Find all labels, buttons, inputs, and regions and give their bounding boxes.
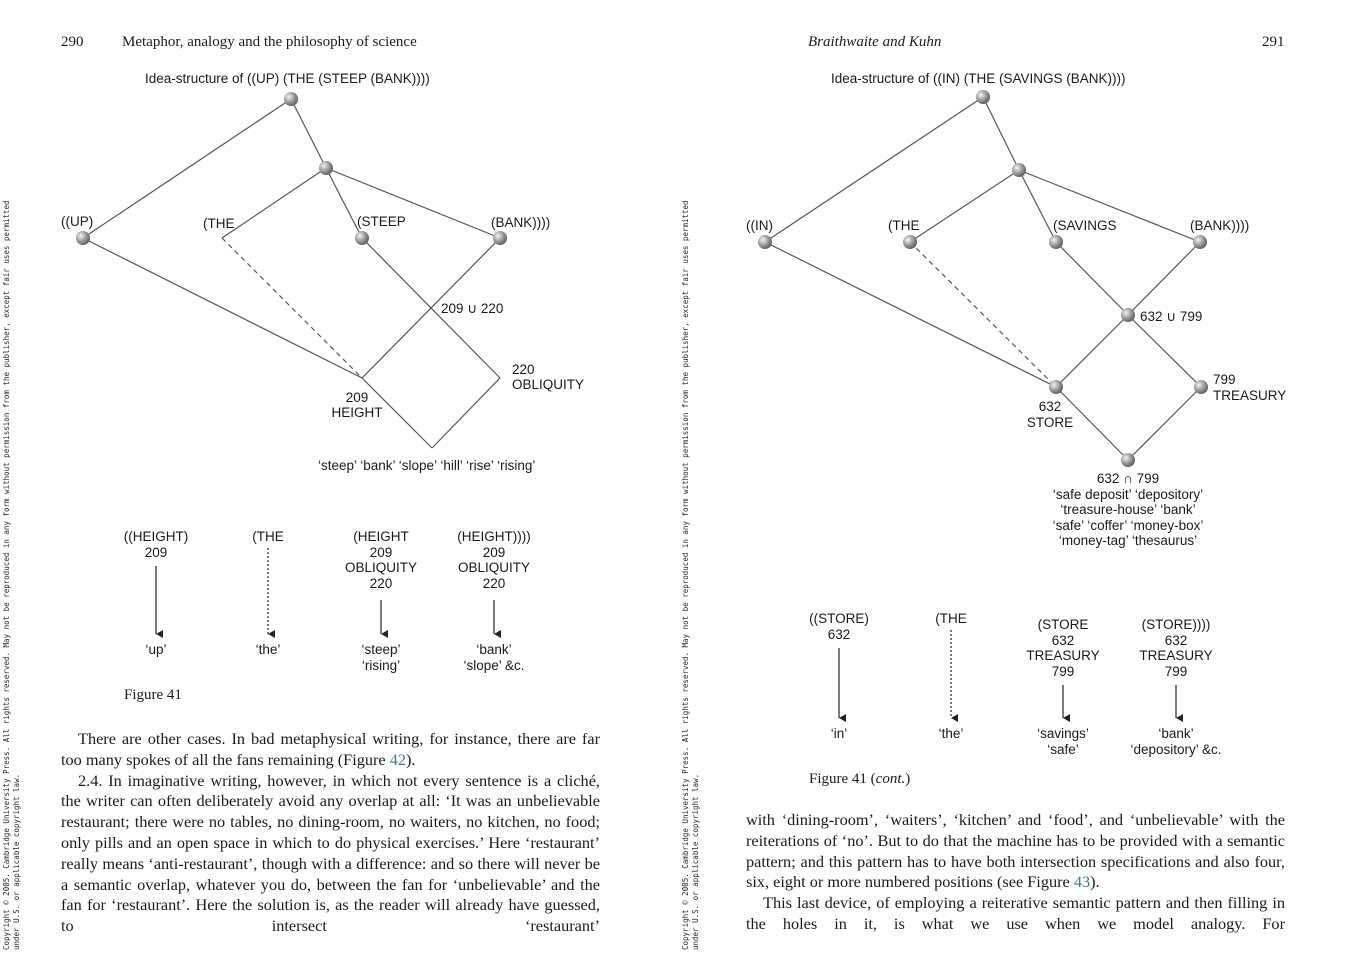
column-bottom: ‘steep’‘rising’	[361, 642, 401, 673]
node-bank	[1193, 235, 1207, 249]
label-bank: (BANK))))	[1190, 218, 1250, 233]
node-root	[284, 92, 298, 106]
label-savings: (SAVINGS	[1053, 218, 1117, 233]
column-top: (THE	[252, 529, 284, 544]
node-the	[903, 235, 917, 249]
node-intersection	[1121, 453, 1135, 467]
node-inner	[1012, 163, 1026, 177]
edge	[325, 167, 363, 239]
edge	[221, 167, 327, 239]
label-union: 209 ∪ 220	[441, 301, 504, 316]
idea-structure-diagram	[758, 90, 1208, 722]
edge	[1055, 314, 1129, 388]
edge	[82, 237, 363, 379]
label-store: STORE	[1026, 415, 1074, 430]
body-text: with ‘dining-room’, ‘waiters’, ‘kitchen’…	[746, 810, 1285, 933]
label-obliquity-num: 220	[512, 362, 535, 377]
edge	[909, 169, 1020, 243]
page-number: 290	[61, 34, 84, 50]
edge	[764, 96, 984, 243]
label-obliquity: OBLIQUITY	[512, 377, 585, 392]
label-height: HEIGHT	[331, 405, 383, 420]
edge	[361, 377, 433, 449]
edge	[1018, 169, 1201, 243]
idea-structure-diagram	[76, 92, 507, 638]
edge	[361, 237, 501, 379]
node-treasury	[1194, 380, 1208, 394]
label-words: ‘steep’ ‘bank’ ‘slope’ ‘hill’ ‘rise’ ‘ri…	[318, 458, 536, 473]
edge	[1055, 386, 1129, 461]
dashed-edge	[909, 241, 1057, 388]
node-steep	[355, 231, 369, 245]
node-in	[758, 235, 772, 249]
dashed-edge	[221, 237, 363, 379]
diagram-title: Idea-structure of ((IN) (THE (SAVINGS (B…	[831, 71, 1126, 86]
label-intersection: 632 ∩ 799 ‘safe deposit’ ‘depository’ ‘t…	[1052, 471, 1204, 548]
edge	[431, 377, 501, 449]
column-bottom: ‘the’	[938, 726, 964, 741]
diagram-title: Idea-structure of ((UP) (THE (STEEP (BAN…	[145, 71, 430, 86]
figure-caption: Figure 41	[124, 687, 182, 703]
left-page: Copyright © 2005. Cambridge University P…	[0, 0, 670, 967]
figure-link[interactable]: 42	[389, 749, 406, 769]
label-store-num: 632	[1038, 399, 1062, 414]
node-savings	[1049, 235, 1063, 249]
label-treasury: TREASURY	[1213, 388, 1287, 403]
column-bottom: ‘up’	[145, 642, 167, 657]
node-bank	[493, 231, 507, 245]
label-bank: (BANK))))	[491, 215, 551, 230]
label-height-num: 209	[345, 390, 369, 405]
column-bottom: ‘the’	[255, 642, 281, 657]
label-the: (THE	[203, 216, 235, 231]
running-head: Braithwaite and Kuhn	[808, 34, 942, 50]
label-the: (THE	[888, 218, 920, 233]
node-store	[1049, 380, 1063, 394]
node-inner	[319, 161, 333, 175]
edge	[1127, 386, 1202, 461]
label-treasury-num: 799	[1213, 372, 1236, 387]
edge	[1055, 241, 1129, 316]
figure-caption: Figure 41 (cont.)	[809, 771, 911, 787]
label-up: ((UP)	[61, 214, 94, 229]
label-union: 632 ∪ 799	[1140, 309, 1203, 324]
edge	[982, 96, 1020, 171]
column-top: ((STORE)632	[809, 611, 869, 642]
right-page: Copyright © 2005. Cambridge University P…	[678, 0, 1348, 967]
figure-link[interactable]: 43	[1073, 872, 1091, 892]
body-text: There are other cases. In bad metaphysic…	[61, 729, 600, 936]
edge	[1127, 241, 1201, 316]
running-head: Metaphor, analogy and the philosophy of …	[122, 34, 417, 50]
column-bottom: ‘bank’‘depository’ &c.	[1130, 726, 1222, 757]
label-in: ((IN)	[746, 218, 773, 233]
edge	[764, 241, 1057, 388]
edge	[1018, 169, 1057, 243]
column-bottom: ‘in’	[830, 726, 848, 741]
node-root	[976, 90, 990, 104]
edge	[1127, 314, 1202, 388]
label-steep: (STEEP	[357, 214, 406, 229]
column-top: ((HEIGHT)209	[123, 529, 189, 560]
edge	[82, 98, 292, 239]
edge	[290, 98, 327, 169]
edge	[325, 167, 501, 239]
node-up	[76, 231, 90, 245]
column-top: (THE	[935, 611, 967, 626]
column-bottom: ‘savings’‘safe’	[1037, 726, 1089, 757]
node-union	[1121, 308, 1135, 322]
page-number: 291	[1262, 34, 1285, 50]
column-bottom: ‘bank’‘slope’ &c.	[463, 642, 525, 673]
